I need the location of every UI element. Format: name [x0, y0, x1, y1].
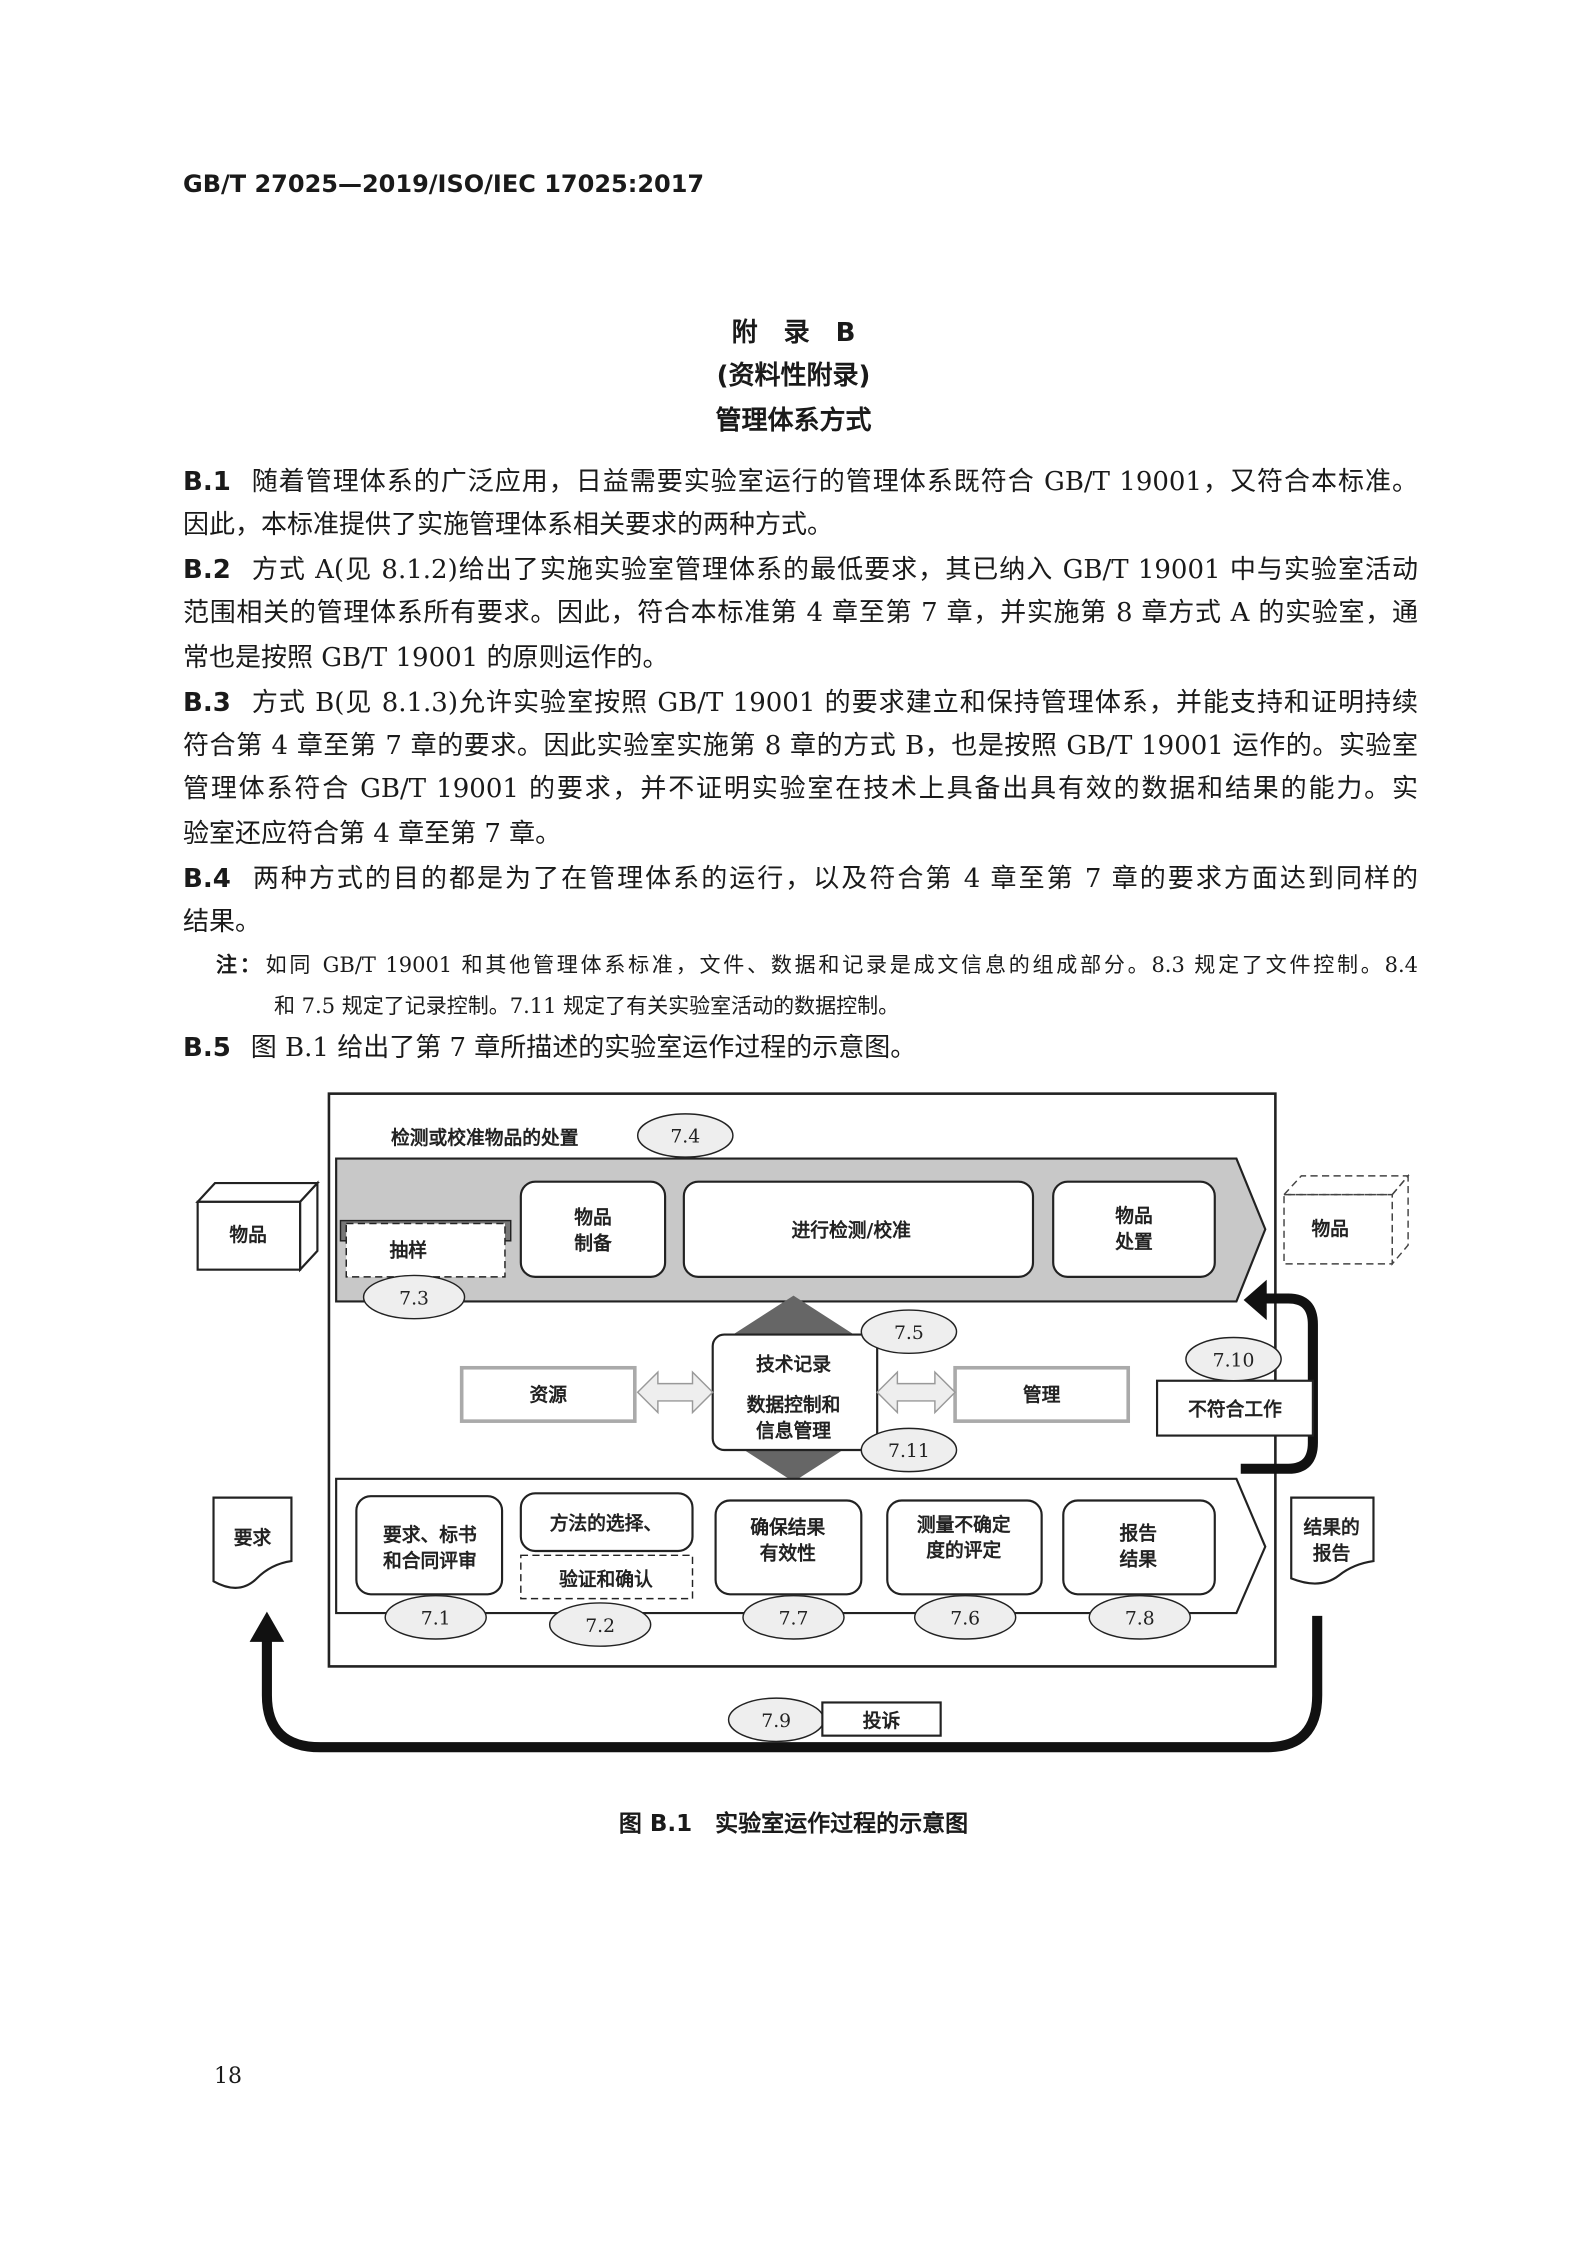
report-box: [1062, 1499, 1216, 1596]
annex-title: 附 录 B: [731, 318, 856, 348]
svg-text:7.3: 7.3: [399, 1288, 429, 1309]
clause-number: B.5: [183, 1033, 231, 1063]
uncertainty-box: [886, 1499, 1043, 1596]
svg-text:管理: 管理: [1023, 1383, 1061, 1406]
svg-text:制备: 制备: [574, 1231, 612, 1254]
validity-box: [714, 1499, 863, 1596]
svg-text:数据控制和: 数据控制和: [747, 1393, 841, 1416]
svg-text:方法的选择、: 方法的选择、: [550, 1511, 663, 1534]
document-header: GB/T 27025—2019/ISO/IEC 17025:2017: [183, 170, 705, 198]
svg-text:验证和确认: 验证和确认: [559, 1568, 653, 1591]
clause-number: B.3: [183, 688, 231, 718]
clause-number: B.1: [183, 467, 231, 497]
svg-text:测量不确定: 测量不确定: [917, 1513, 1011, 1536]
svg-text:确保结果: 确保结果: [750, 1516, 825, 1539]
svg-text:物品: 物品: [229, 1223, 267, 1246]
svg-text:7.10: 7.10: [1213, 1350, 1255, 1371]
method-box: [519, 1492, 694, 1553]
review-box: [355, 1495, 504, 1596]
resources-box: [459, 1365, 637, 1423]
svg-text:不符合工作: 不符合工作: [1188, 1397, 1282, 1420]
svg-text:要求: 要求: [234, 1526, 272, 1549]
svg-text:处置: 处置: [1114, 1230, 1153, 1253]
para-b3-line: 管理体系符合 GB/T 19001 的要求，并不证明实验室在技术上具备出具有效的…: [183, 774, 1418, 804]
svg-text:要求、标书: 要求、标书: [383, 1523, 477, 1546]
complaints-box: [821, 1701, 942, 1737]
perform-box: [682, 1180, 1035, 1278]
nonconform-box: [1155, 1379, 1314, 1437]
svg-text:7.1: 7.1: [421, 1609, 451, 1630]
svg-text:7.8: 7.8: [1125, 1609, 1155, 1630]
note-line: 和 7.5 规定了记录控制。7.11 规定了有关实验室活动的数据控制。: [274, 994, 900, 1018]
svg-text:7.9: 7.9: [761, 1711, 791, 1732]
para-b3-line: 符合第 4 章至第 7 章的要求。因此实验室实施第 8 章的方式 B，也是按照 …: [183, 731, 1418, 761]
para-b2-line: 常也是按照 GB/T 19001 的原则运作的。: [183, 643, 669, 673]
svg-text:信息管理: 信息管理: [756, 1419, 831, 1442]
ref-bubble: [636, 1113, 734, 1158]
svg-text:物品: 物品: [574, 1205, 611, 1228]
item-out-label: 物品: [1311, 1217, 1349, 1240]
svg-text:7.7: 7.7: [779, 1609, 809, 1630]
double-arrow: [636, 1370, 714, 1415]
svg-text:和合同评审: 和合同评审: [383, 1549, 477, 1572]
para-b4-line: 结果。: [183, 907, 262, 937]
result-report-doc: [1290, 1496, 1375, 1585]
svg-text:有效性: 有效性: [760, 1542, 816, 1565]
feedback-loop-arrow: [261, 1615, 1323, 1753]
svg-text:进行检测/校准: 进行检测/校准: [792, 1218, 912, 1241]
requirements-doc: [212, 1496, 293, 1589]
svg-text:技术记录: 技术记录: [756, 1353, 831, 1376]
sampling-label: 抽样: [390, 1239, 428, 1262]
para-b1-line: 因此，本标准提供了实施管理体系相关要求的两种方式。: [183, 510, 834, 540]
management-box: [953, 1365, 1131, 1423]
svg-text:7.2: 7.2: [585, 1616, 615, 1637]
svg-text:报告: 报告: [1120, 1521, 1158, 1544]
svg-text:资源: 资源: [529, 1383, 567, 1406]
svg-text:7.11: 7.11: [888, 1441, 930, 1462]
clause-number: B.4: [183, 864, 231, 894]
note-label: 注：: [216, 953, 264, 977]
svg-text:7.5: 7.5: [894, 1323, 924, 1344]
figure-caption: 图 B.1 实验室运作过程的示意图: [618, 1811, 969, 1837]
svg-text:7.6: 7.6: [950, 1609, 980, 1630]
svg-text:投诉: 投诉: [863, 1709, 901, 1732]
svg-text:度的评定: 度的评定: [926, 1539, 1001, 1562]
annex-name: 管理体系方式: [715, 406, 872, 436]
para-b2-line: 范围相关的管理体系所有要求。因此，符合本标准第 4 章至第 7 章，并实施第 8…: [183, 598, 1418, 628]
clause-number: B.2: [183, 555, 231, 585]
ref-label: 7.4: [670, 1127, 700, 1148]
para-b3-line: 验室还应符合第 4 章至第 7 章。: [183, 819, 562, 849]
item-out-cube: [1282, 1173, 1410, 1266]
double-arrow: [876, 1370, 957, 1415]
item-in-cube: 物品: [195, 1180, 320, 1273]
sampling-box: [345, 1222, 506, 1278]
page-number: 18: [214, 2064, 242, 2089]
svg-text:结果: 结果: [1120, 1547, 1158, 1570]
note-line: 注：如同 GB/T 19001 和其他管理体系标准，文件、数据和记录是成文信息的…: [216, 953, 1418, 977]
svg-text:结果的: 结果的: [1304, 1516, 1360, 1539]
handling-label: 检测或校准物品的处置: [391, 1126, 579, 1149]
svg-text:报告: 报告: [1313, 1542, 1351, 1565]
svg-text:物品: 物品: [1115, 1204, 1153, 1227]
verify-box: [520, 1554, 694, 1600]
disposal-box: [1052, 1180, 1216, 1278]
prep-box: [519, 1180, 667, 1278]
annex-type: (资料性附录): [716, 361, 871, 391]
